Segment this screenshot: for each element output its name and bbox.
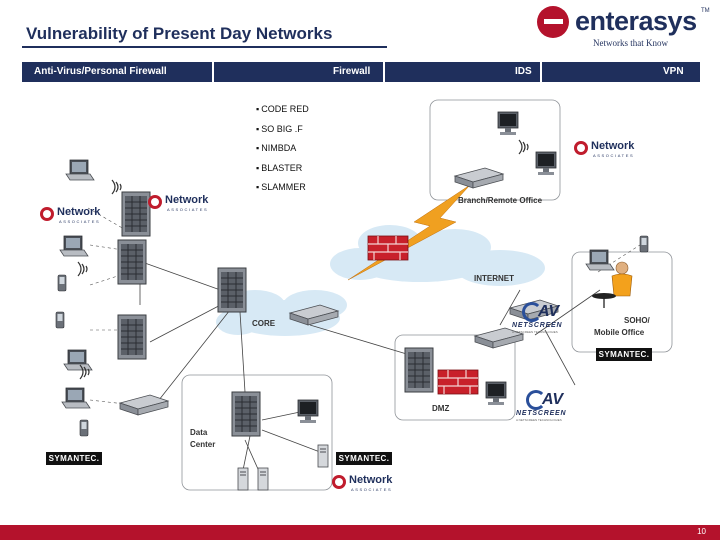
laptop-icon — [585, 249, 615, 271]
vendor-sub: ASSOCIATES — [167, 207, 209, 212]
network-associates-logo: Network ASSOCIATES — [332, 474, 402, 496]
network-associates-mark-icon — [148, 195, 162, 209]
network-associates-mark-icon — [332, 475, 346, 489]
netscreen-mark: AV — [538, 303, 560, 320]
wireless-icon — [518, 139, 529, 155]
footer-bar — [0, 525, 720, 540]
threat-item: BLASTER — [256, 163, 309, 183]
user-icon — [592, 261, 633, 308]
zone-label-branch: Branch/Remote Office — [458, 196, 543, 205]
laptop-icon — [65, 159, 95, 181]
desktop-icon — [297, 399, 319, 424]
network-associates-logo: Network ASSOCIATES — [40, 206, 110, 228]
vendor-sub: ASSOCIATES — [59, 219, 101, 224]
enterasys-mark-icon — [537, 6, 569, 38]
wireless-icon — [77, 261, 88, 277]
laptop-icon — [59, 235, 89, 257]
symantec-logo: SYMANTEC. — [46, 452, 102, 465]
band-separator — [212, 62, 214, 82]
vendor-name: Network — [165, 194, 209, 206]
zone-label-core: CORE — [252, 319, 276, 328]
logo-trademark: TM — [701, 8, 710, 14]
server-icon — [117, 314, 147, 360]
vendor-sub: ASSOCIATES — [593, 153, 635, 158]
zone-label-dmz: DMZ — [432, 404, 450, 413]
page-number: 10 — [697, 527, 706, 536]
vendor-name: NETSCREEN — [512, 322, 563, 329]
desktop-icon — [497, 111, 519, 136]
firewall-icon — [367, 235, 409, 261]
router-icon — [454, 167, 504, 189]
netscreen-mark-icon — [526, 390, 546, 410]
pda-icon — [57, 274, 67, 292]
zone-label-data: Data — [190, 428, 208, 437]
server-icon — [404, 347, 434, 393]
threat-item: SLAMMER — [256, 182, 309, 202]
vendor-sub: A NETSCREEN TECHNOLOGIES — [512, 330, 558, 334]
netscreen-mark: AV — [542, 391, 564, 408]
phone-icon — [639, 235, 649, 253]
desktop-icon — [485, 381, 507, 406]
server-icon — [217, 267, 247, 313]
wireless-icon — [111, 179, 122, 195]
logo-tagline: Networks that Know — [593, 38, 668, 48]
vendor-sub: A NETSCREEN TECHNOLOGIES — [516, 418, 562, 422]
band-separator — [540, 62, 542, 82]
server-icon — [121, 191, 151, 237]
desktop-icon — [257, 467, 269, 491]
band-separator — [383, 62, 385, 82]
zone-label-center: Center — [190, 440, 216, 449]
title-underline — [22, 46, 387, 48]
symantec-logo: SYMANTEC. — [336, 452, 392, 465]
zone-label-internet: INTERNET — [474, 274, 514, 283]
band-label-vpn: VPN — [663, 66, 684, 77]
vendor-name: Network — [591, 140, 635, 152]
threat-item: SO BIG .F — [256, 124, 309, 144]
firewall-icon — [437, 369, 479, 395]
threat-item: CODE RED — [256, 104, 309, 124]
category-band — [22, 62, 700, 82]
desktop-icon — [317, 444, 329, 468]
laptop-icon — [63, 349, 93, 371]
band-label-firewall: Firewall — [333, 66, 371, 77]
pda-icon — [55, 311, 65, 329]
network-associates-logo: Network ASSOCIATES — [148, 194, 218, 216]
logo-wordmark: enterasys — [575, 6, 697, 36]
netscreen-mark-icon — [522, 302, 542, 322]
branch-office-zone — [429, 99, 561, 201]
band-label-ids: IDS — [515, 66, 532, 77]
desktop-icon — [535, 151, 557, 176]
zone-label-soho: SOHO/ — [624, 316, 650, 325]
pda-icon — [79, 419, 89, 437]
threat-item: NIMBDA — [256, 143, 309, 163]
network-associates-mark-icon — [574, 141, 588, 155]
zone-label-mobile: Mobile Office — [594, 328, 645, 337]
vendor-name: Network — [57, 206, 101, 218]
threat-list: CODE RED SO BIG .F NIMBDA BLASTER SLAMME… — [256, 104, 309, 202]
netscreen-logo: AV NETSCREEN A NETSCREEN TECHNOLOGIES — [510, 302, 572, 334]
lightning-icon — [347, 184, 471, 281]
laptop-icon — [61, 387, 91, 409]
band-label-antivirus: Anti-Virus/Personal Firewall — [34, 66, 167, 77]
server-icon — [117, 239, 147, 285]
dmz-zone — [394, 334, 516, 421]
desktop-icon — [237, 467, 249, 491]
vendor-name: NETSCREEN — [516, 410, 567, 417]
page-title: Vulnerability of Present Day Networks — [26, 24, 333, 43]
vendor-name: Network — [349, 474, 393, 486]
network-associates-logo: Network ASSOCIATES — [574, 140, 644, 162]
symantec-logo: SYMANTEC. — [596, 348, 652, 361]
enterasys-logo: enterasys TM Networks that Know — [537, 6, 712, 50]
server-icon — [231, 391, 261, 437]
network-associates-mark-icon — [40, 207, 54, 221]
datacenter-zone — [181, 374, 333, 491]
netscreen-logo: AV NETSCREEN A NETSCREEN TECHNOLOGIES — [514, 390, 576, 422]
vendor-sub: ASSOCIATES — [351, 487, 393, 492]
